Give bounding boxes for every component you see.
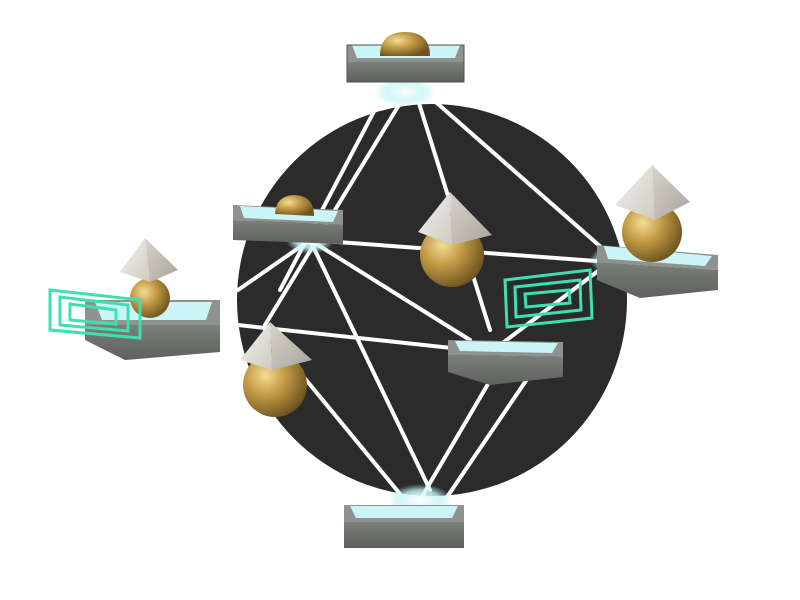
pedestal-upper-left[interactable] <box>233 195 343 244</box>
marble-pyramid-icon <box>615 165 655 220</box>
gold-dome-icon <box>380 32 430 56</box>
target-left[interactable] <box>48 288 142 340</box>
target-right[interactable] <box>503 268 594 329</box>
beam <box>428 95 612 257</box>
gold-orb-icon <box>622 202 682 262</box>
floating-orb-left[interactable] <box>240 322 312 417</box>
beam <box>443 358 542 502</box>
beam <box>308 238 432 492</box>
pedestal-top[interactable] <box>346 32 465 83</box>
dark-disc <box>237 104 627 496</box>
gold-orb-icon <box>243 353 307 417</box>
marble-pyramid-icon <box>240 322 272 370</box>
pedestal-bottom[interactable] <box>344 505 464 548</box>
marble-pyramid-icon <box>418 192 452 245</box>
pedestal-right[interactable] <box>597 165 718 298</box>
gold-orb-icon <box>130 278 170 318</box>
nested-rectangle-target-icon <box>503 268 594 329</box>
pedestal-center-right[interactable] <box>448 340 563 385</box>
gold-dome-icon <box>275 195 314 216</box>
nested-rectangle-target-icon <box>48 288 142 340</box>
beam <box>308 238 472 342</box>
beam <box>278 98 382 292</box>
marble-pyramid-icon <box>120 238 150 282</box>
floating-orb-center[interactable] <box>418 192 492 287</box>
pedestal-left[interactable] <box>85 238 220 360</box>
